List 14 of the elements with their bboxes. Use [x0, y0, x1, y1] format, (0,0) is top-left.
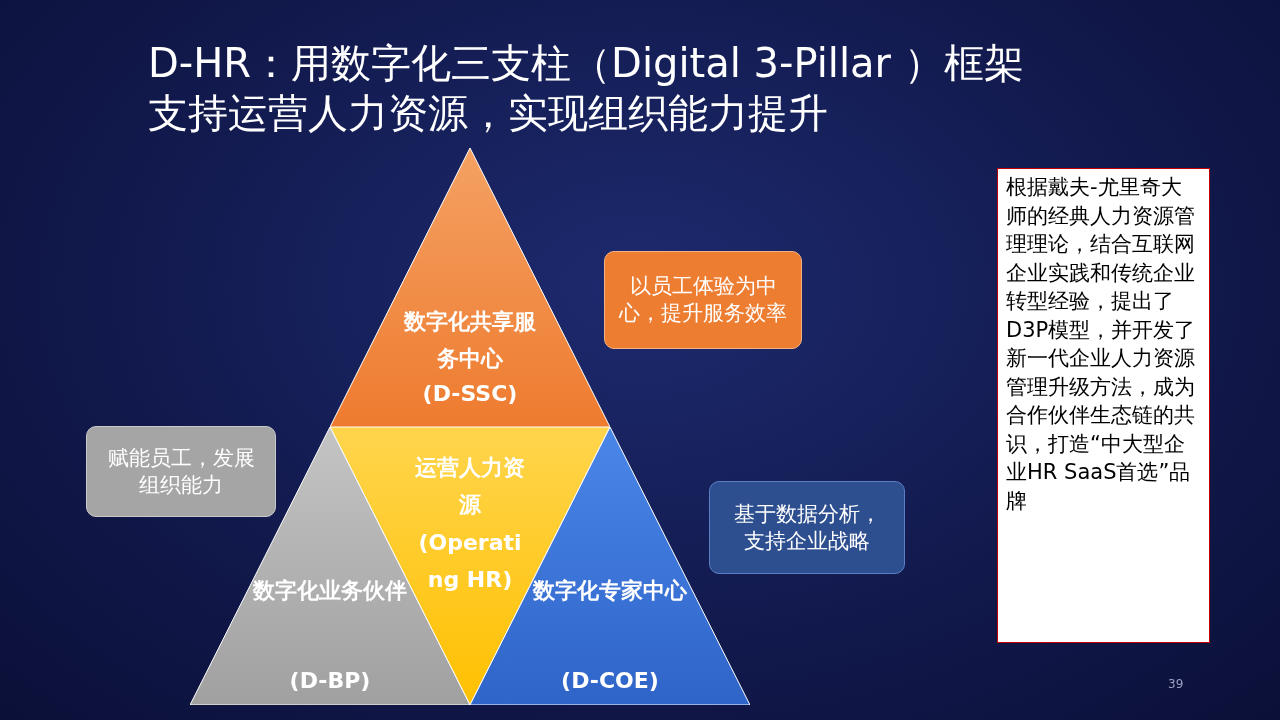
- segment-code: (D-SSC): [421, 380, 519, 408]
- page-number: 39: [1168, 677, 1184, 691]
- callout-box: 以员工体验为中心，提升服务效率: [604, 251, 802, 349]
- callout-box: 基于数据分析，支持企业战略: [709, 481, 905, 574]
- callout-box: 赋能员工，发展组织能力: [86, 426, 276, 517]
- segment-code: (D-COE): [560, 667, 660, 695]
- segment-title: 运营人力资源: [414, 454, 526, 519]
- segment-code: (D-BP): [288, 667, 372, 695]
- slide-title: D-HR：用数字化三支柱（Digital 3-Pillar ）框架支持运营人力资源，实现组织能力提升: [148, 39, 1025, 138]
- segment-title: 数字化专家中心: [531, 577, 688, 605]
- segment-title: 数字化共享服务中心: [402, 308, 537, 373]
- segment-title: 数字化业务伙伴: [251, 577, 408, 605]
- text-panel: 根据戴夫-尤里奇大师的经典人力资源管理理论，结合互联网企业实践和传统企业转型经验，提出了D3P模型，并开发了新一代企业人力资源管理升级方法，成为合作伙伴生态链的共识，打造“中大型企业HR SaaS首选”品牌: [997, 168, 1210, 643]
- segment-code: (Operating HR): [417, 529, 523, 594]
